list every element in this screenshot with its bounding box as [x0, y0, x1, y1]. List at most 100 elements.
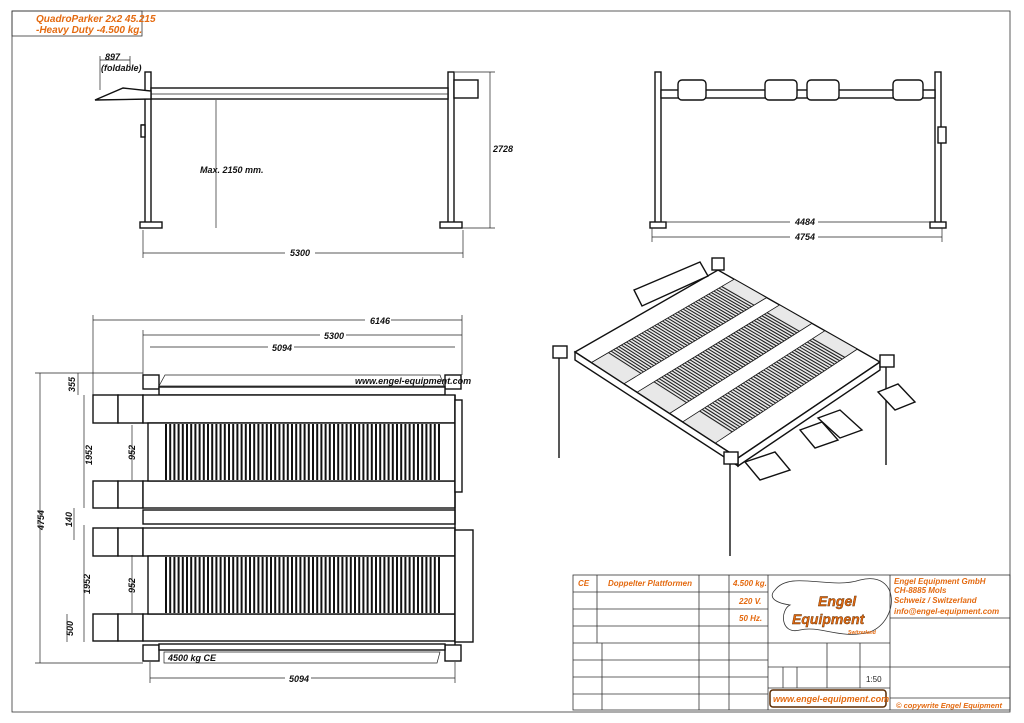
iso-grating-bar: [759, 316, 793, 337]
iso-grating-bar: [666, 373, 700, 396]
iso-grating-bar: [653, 381, 687, 404]
grating-bar: [190, 557, 193, 613]
grating-bar: [186, 557, 188, 613]
iso-grating-bar: [789, 353, 823, 374]
grating-bar: [177, 424, 180, 480]
iso-grating-bar: [745, 380, 779, 402]
ramp-box: [92, 480, 119, 509]
iso-grating-bar: [778, 359, 812, 380]
grating-bar: [299, 557, 302, 613]
grating-bar: [291, 424, 293, 480]
grating-bar: [370, 557, 373, 613]
iso-grating-bar: [672, 314, 706, 336]
dim-ramp-length: 897: [105, 52, 121, 62]
beam-label-bottom: 4500 kg CE: [167, 653, 217, 663]
iso-grating-bar: [709, 403, 743, 426]
iso-grating-bar: [710, 346, 744, 368]
grating-bar: [202, 557, 205, 613]
iso-grating-bar: [692, 357, 726, 379]
cert-label: CE: [578, 579, 590, 588]
iso-grating-bar: [781, 357, 815, 379]
iso-grating-bar: [618, 346, 652, 368]
grating-bar: [232, 557, 235, 613]
iso-grating-bar: [633, 337, 668, 359]
iso-grating-bar: [806, 341, 840, 362]
grating-bar: [173, 557, 176, 613]
dim-length: 5300: [290, 248, 310, 258]
grating-bar: [429, 424, 432, 480]
iso-grating-bar: [730, 334, 764, 355]
plan-view: 6146 5300 5094 www.engel-equipment.com 4…: [35, 315, 474, 684]
iso-grating-bar: [727, 392, 761, 414]
iso-grating-bar: [714, 400, 748, 423]
grating-bar: [282, 424, 285, 480]
grating-bar: [370, 424, 373, 480]
iso-grating-bar: [703, 296, 737, 317]
dim-355: 355: [67, 376, 77, 392]
iso-grating-bar: [761, 315, 795, 336]
runway-plate: [142, 480, 456, 509]
iso-grating-bar: [662, 320, 696, 342]
ramp-iso: [743, 451, 792, 481]
iso-grating-bar: [741, 327, 775, 348]
iso-grating-bar: [656, 379, 690, 402]
company-address: CH-8885 Mols: [894, 586, 947, 595]
platform-end: [677, 79, 707, 101]
grating-bar: [333, 557, 335, 613]
dim-500: 500: [65, 621, 75, 636]
iso-grating-bar: [682, 364, 716, 386]
iso-grating-bar: [715, 343, 749, 365]
iso-grating-bar: [684, 362, 718, 384]
iso-grating-bar: [701, 408, 736, 431]
grating-bar: [349, 424, 352, 480]
grating: [165, 424, 440, 480]
grating-bar: [274, 424, 277, 480]
dim-140: 140: [64, 512, 74, 527]
grating-bar: [207, 424, 209, 480]
iso-grating-bar: [680, 310, 714, 331]
runway-plate: [142, 394, 456, 424]
power-unit-iso: [633, 261, 709, 307]
grating-bar: [341, 557, 344, 613]
iso-grating-bar: [730, 390, 764, 413]
iso-grating-bar: [682, 308, 716, 329]
iso-grating-bar: [657, 323, 691, 345]
grating-bar: [417, 557, 419, 613]
grating-bar: [307, 557, 310, 613]
grating-bar: [316, 424, 319, 480]
dim-1952-b: 1952: [82, 574, 92, 594]
iso-grating-bar: [773, 362, 807, 384]
grating-bar: [358, 557, 361, 613]
ramp-box: [117, 613, 144, 642]
grating-bar: [198, 424, 201, 480]
iso-grating-bar: [707, 405, 741, 428]
grating-bar: [391, 424, 394, 480]
grating-bar: [366, 557, 369, 613]
grating-bar: [425, 557, 428, 613]
grating-bar: [223, 557, 226, 613]
iso-grating-bar: [763, 369, 797, 391]
iso-grating-bar: [669, 316, 703, 337]
dim-clearance: Max. 2150 mm.: [200, 165, 264, 175]
drawing-title: QuadroParker 2x2 45.215 -Heavy Duty -4.5…: [11, 10, 156, 37]
grating-bar: [244, 557, 247, 613]
grating-bar: [320, 424, 323, 480]
ramp-box: [117, 480, 144, 509]
iso-grating-bar: [659, 322, 693, 343]
grating-bar: [194, 557, 197, 613]
scale-value: 1:50: [866, 675, 882, 684]
website-link[interactable]: www.engel-equipment.com: [773, 694, 889, 704]
iso-grating-bar: [687, 305, 721, 326]
grating-bar: [291, 557, 293, 613]
iso-grating-bar: [644, 331, 678, 353]
ramp-box: [92, 394, 119, 424]
grating-bar: [421, 424, 424, 480]
ramp-box: [117, 394, 144, 424]
iso-grating-bar: [651, 326, 685, 348]
grating-bar: [169, 424, 172, 480]
grating-bar: [299, 424, 302, 480]
grating-bar: [429, 557, 432, 613]
title-block: CE Doppelter Plattformen 4.500 kg. 220 V…: [572, 574, 1011, 711]
iso-grating-bar: [766, 312, 800, 332]
iso-grating-bar: [796, 348, 830, 369]
